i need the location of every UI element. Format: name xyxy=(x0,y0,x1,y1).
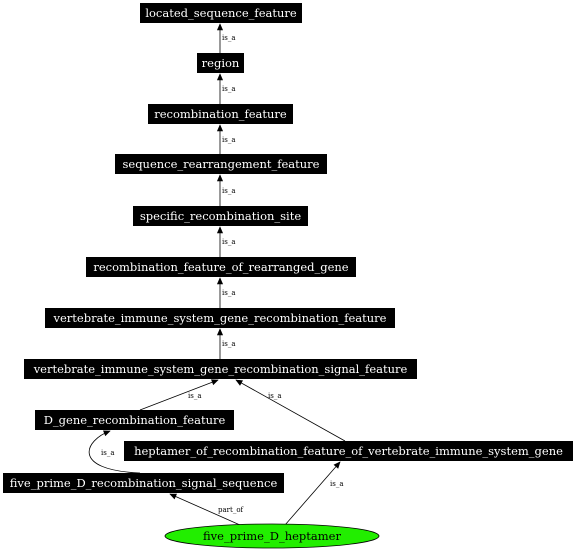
node-shape xyxy=(164,523,380,549)
node-shape xyxy=(197,53,244,73)
edge-is-a: is_a xyxy=(216,23,236,53)
node-located-sequence-feature[interactable]: located_sequence_feature xyxy=(140,3,302,23)
edge-is-a: is_a xyxy=(216,328,236,359)
edge-is-a: is_a xyxy=(235,379,346,442)
node-label: located_sequence_feature xyxy=(145,6,297,20)
node-shape xyxy=(35,410,234,430)
edge-label: is_a xyxy=(222,34,236,42)
node-vertebrate-immune-system-gene-recombination-feature[interactable]: vertebrate_immune_system_gene_recombinat… xyxy=(45,308,395,328)
node-five-prime-d-recombination-signal-sequence[interactable]: five_prime_D_recombination_signal_sequen… xyxy=(3,473,284,493)
node-d-gene-recombination-feature[interactable]: D_gene_recombination_feature xyxy=(35,410,234,430)
node-label: heptamer_of_recombination_feature_of_ver… xyxy=(134,444,563,458)
node-label: vertebrate_immune_system_gene_recombinat… xyxy=(53,311,387,325)
edge-label: is_a xyxy=(222,340,236,348)
edge-label: is_a xyxy=(222,85,236,93)
node-shape xyxy=(148,104,293,124)
node-shape xyxy=(115,154,327,174)
node-label: recombination_feature xyxy=(154,107,287,121)
node-five-prime-d-heptamer[interactable]: five_prime_D_heptamer xyxy=(164,523,380,549)
node-shape xyxy=(3,473,284,493)
node-vertebrate-immune-system-gene-recombination-signal-feature[interactable]: vertebrate_immune_system_gene_recombinat… xyxy=(24,359,417,379)
edge-line xyxy=(235,379,346,442)
edge-is-a: is_a xyxy=(216,174,236,206)
node-label: specific_recombination_site xyxy=(140,209,302,223)
arrowhead xyxy=(216,174,224,182)
arrowhead xyxy=(169,493,177,500)
edge-is-a: is_a xyxy=(216,124,236,154)
edge-is-a: is_a xyxy=(88,430,141,474)
arrowhead xyxy=(216,73,224,81)
node-label: five_prime_D_recombination_signal_sequen… xyxy=(10,476,278,490)
edge-label: is_a xyxy=(330,480,344,488)
edge-part-of: part_of xyxy=(169,493,245,526)
edge-label: part_of xyxy=(218,506,245,514)
edge-line xyxy=(169,493,241,526)
node-label: vertebrate_immune_system_gene_recombinat… xyxy=(33,362,408,376)
edge-is-a: is_a xyxy=(139,379,219,411)
node-heptamer-of-recombination-feature-of-vertebrate-immune-system-gene[interactable]: heptamer_of_recombination_feature_of_ver… xyxy=(124,441,573,461)
arrowhead xyxy=(216,226,224,234)
edge-label: is_a xyxy=(222,238,236,246)
node-shape xyxy=(45,308,395,328)
edge-label: is_a xyxy=(222,187,236,195)
node-shape xyxy=(24,359,417,379)
node-sequence-rearrangement-feature[interactable]: sequence_rearrangement_feature xyxy=(115,154,327,174)
arrowhead xyxy=(216,124,224,132)
edge-is-a: is_a xyxy=(216,277,236,308)
node-shape xyxy=(86,257,356,277)
arrowhead xyxy=(103,430,111,437)
node-region[interactable]: region xyxy=(197,53,244,73)
node-label: five_prime_D_heptamer xyxy=(203,529,341,543)
edge-is-a: is_a xyxy=(284,461,344,526)
arrowhead xyxy=(216,328,224,336)
edge-label: is_a xyxy=(222,289,236,297)
node-label: D_gene_recombination_feature xyxy=(44,413,226,427)
node-shape xyxy=(124,441,573,461)
edge-is-a: is_a xyxy=(216,73,236,104)
edge-line xyxy=(284,461,341,526)
edge-line xyxy=(139,379,219,411)
node-recombination-feature-of-rearranged-gene[interactable]: recombination_feature_of_rearranged_gene xyxy=(86,257,356,277)
node-shape xyxy=(133,206,308,226)
edge-label: is_a xyxy=(222,136,236,144)
edge-label: is_a xyxy=(188,392,202,400)
node-label: sequence_rearrangement_feature xyxy=(122,157,319,171)
node-specific-recombination-site[interactable]: specific_recombination_site xyxy=(133,206,308,226)
edge-line xyxy=(88,430,141,474)
node-label: region xyxy=(202,56,240,70)
arrowhead xyxy=(216,277,224,285)
edge-label: is_a xyxy=(101,449,115,457)
edge-is-a: is_a xyxy=(216,226,236,257)
node-label: recombination_feature_of_rearranged_gene xyxy=(93,260,348,274)
node-shape xyxy=(140,3,302,23)
edge-label: is_a xyxy=(268,392,282,400)
arrowhead xyxy=(211,379,219,386)
arrowhead xyxy=(235,379,243,386)
arrowhead xyxy=(333,461,341,469)
arrowhead xyxy=(216,23,224,31)
edges-layer: is_a is_a is_a is_a is_a is_a is_a is_a is_a is_a… xyxy=(88,23,346,526)
node-recombination-feature[interactable]: recombination_feature xyxy=(148,104,293,124)
